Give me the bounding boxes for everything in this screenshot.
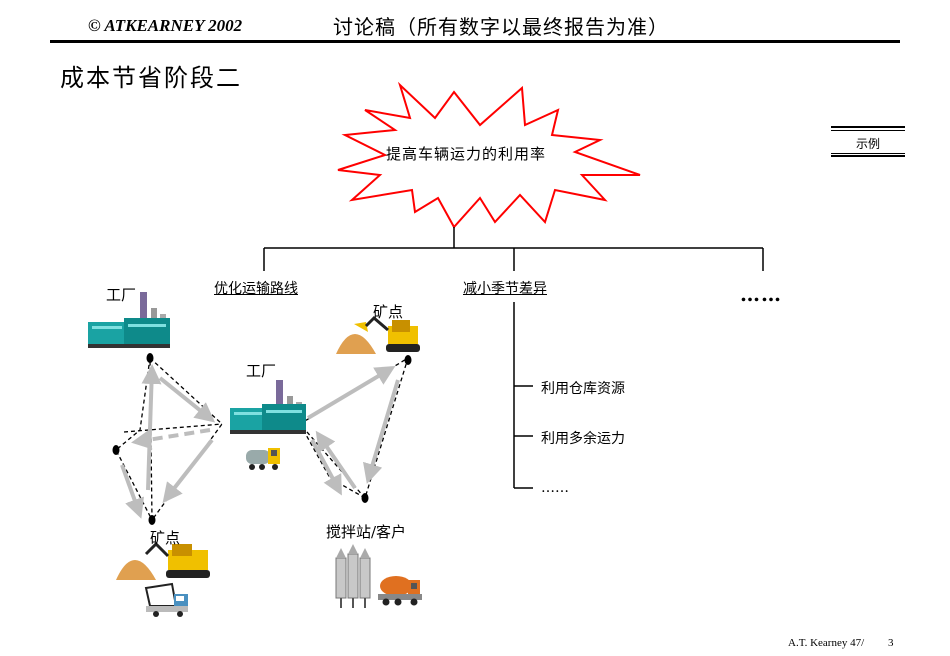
factory-icon <box>88 292 170 348</box>
mixer-truck-icon <box>378 576 422 606</box>
sub-item-more: …… <box>541 480 569 496</box>
mine-icon <box>336 315 420 354</box>
tree-connectors <box>263 227 764 489</box>
copyright-text: © ATKEARNEY 2002 <box>88 16 243 35</box>
branch-reduce-seasonal: 减小季节差异 <box>463 281 547 297</box>
silos-icon <box>335 544 371 608</box>
label-factory-center: 工厂 <box>246 362 277 380</box>
header-rule <box>50 40 900 43</box>
sub-item-excess-capacity: 利用多余运力 <box>541 431 625 447</box>
dump-truck-icon <box>144 582 188 617</box>
tanker-truck-icon <box>246 448 280 470</box>
page-number: 3 <box>888 637 894 649</box>
example-badge: 示例 <box>831 126 905 158</box>
central-starburst <box>337 81 641 229</box>
label-factory-left: 工厂 <box>106 286 137 304</box>
label-mixing-station: 搅拌站/客户 <box>326 523 407 541</box>
branch-more: …… <box>740 282 782 306</box>
route-arrows <box>120 364 400 519</box>
label-mine-bottom: 矿点 <box>150 529 181 547</box>
footer-source: A.T. Kearney 47/ <box>788 637 865 649</box>
page-title: 成本节省阶段二 <box>60 64 242 92</box>
label-mine-top: 矿点 <box>373 303 404 321</box>
sub-item-warehouse: 利用仓库资源 <box>541 381 625 397</box>
central-node-label: 提高车辆运力的利用率 <box>386 145 547 163</box>
factory-icon <box>230 380 306 434</box>
example-badge-label: 示例 <box>855 137 880 151</box>
header-title: 讨论稿（所有数字以最终报告为准） <box>333 15 669 39</box>
route-nodes <box>112 353 412 525</box>
mine-icon <box>116 541 210 580</box>
branch-optimize-routes: 优化运输路线 <box>214 281 298 297</box>
